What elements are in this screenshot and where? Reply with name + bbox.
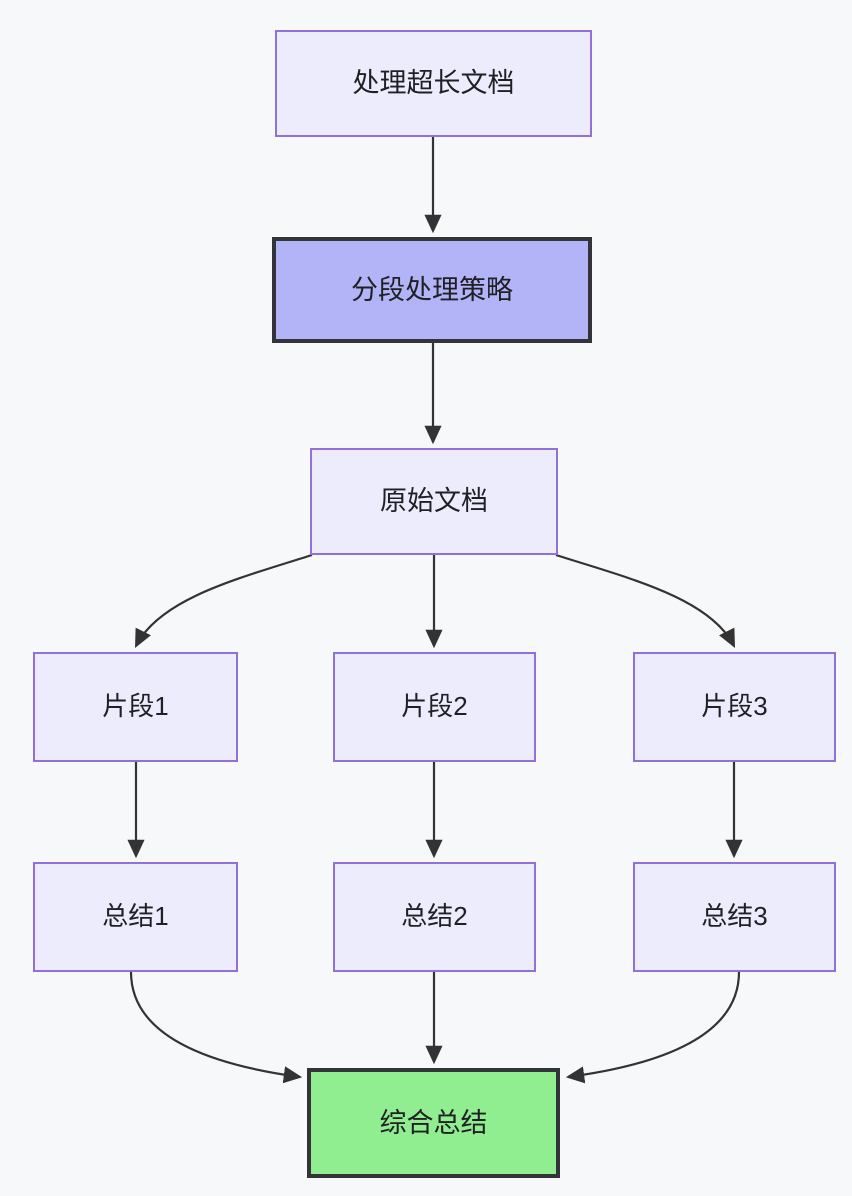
node-label: 原始文档 — [380, 486, 488, 517]
node-summary-3[interactable]: 总结3 — [633, 862, 836, 972]
node-label: 片段2 — [401, 691, 468, 722]
node-fragment-3[interactable]: 片段3 — [633, 652, 836, 762]
node-process-long-document[interactable]: 处理超长文档 — [275, 30, 592, 137]
node-fragment-1[interactable]: 片段1 — [33, 652, 238, 762]
node-label: 总结1 — [102, 901, 169, 932]
node-fragment-2[interactable]: 片段2 — [333, 652, 536, 762]
node-label: 总结2 — [401, 901, 468, 932]
node-label: 总结3 — [701, 901, 768, 932]
node-chunking-strategy[interactable]: 分段处理策略 — [272, 237, 592, 343]
edge-n7-n10 — [129, 971, 303, 1084]
node-comprehensive-summary[interactable]: 综合总结 — [307, 1068, 560, 1178]
node-original-document[interactable]: 原始文档 — [310, 448, 558, 555]
edge-n9-n10 — [565, 971, 741, 1084]
node-label: 片段1 — [102, 691, 169, 722]
edge-n3-n4 — [135, 553, 313, 648]
node-label: 处理超长文档 — [352, 68, 515, 99]
node-summary-2[interactable]: 总结2 — [333, 862, 536, 972]
node-label: 综合总结 — [379, 1107, 488, 1138]
node-label: 片段3 — [701, 691, 768, 722]
node-label: 分段处理策略 — [351, 274, 513, 305]
node-summary-1[interactable]: 总结1 — [33, 862, 238, 972]
edge-n3-n6 — [555, 553, 735, 648]
